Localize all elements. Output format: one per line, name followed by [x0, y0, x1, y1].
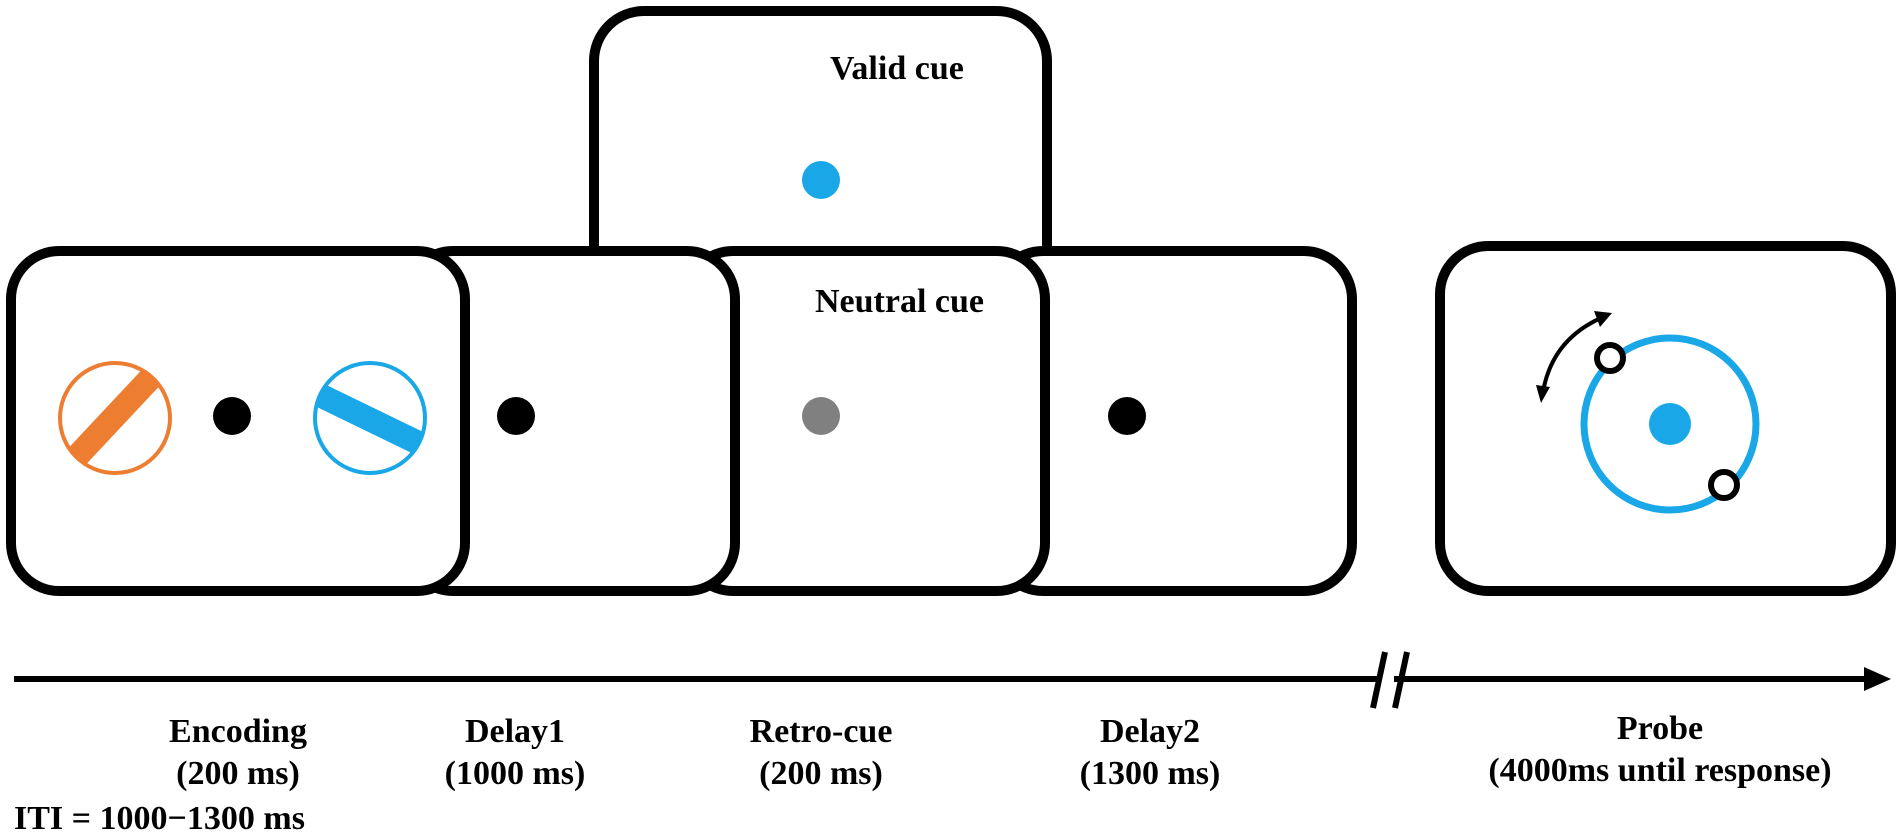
timeline-arrow-head	[1864, 667, 1891, 691]
probe-center-dot	[1649, 403, 1691, 445]
rotate-arrow-icon	[1536, 311, 1612, 403]
stage-label-delay1: Delay1 (1000 ms)	[335, 715, 695, 791]
stage-label-retro-cue: Retro-cue (200 ms)	[641, 715, 1001, 791]
stage-name: Encoding	[169, 713, 307, 750]
iti-label: ITI = 1000−1300 ms	[14, 800, 305, 837]
valid-cue-blue-dot	[802, 161, 840, 199]
neutral-cue-gray-dot	[802, 397, 840, 435]
stage-duration: (200 ms)	[759, 755, 883, 792]
valid-cue-label: Valid cue	[830, 50, 964, 87]
stage-label-probe: Probe (4000ms until response)	[1430, 712, 1890, 788]
stage-label-delay2: Delay2 (1300 ms)	[970, 715, 1330, 791]
stage-name: Delay2	[1099, 713, 1201, 750]
stage-duration: (1000 ms)	[444, 755, 586, 792]
stage-duration: (1300 ms)	[1079, 755, 1221, 792]
stage-duration: (200 ms)	[176, 755, 300, 792]
stage-name: Delay1	[464, 713, 566, 750]
stage-name: Probe	[1616, 710, 1704, 747]
delay1-fixation-dot	[497, 397, 535, 435]
blue-grating-icon	[313, 361, 427, 475]
stage-duration: (4000ms until response)	[1488, 752, 1832, 789]
probe-handle-bottom	[1708, 469, 1740, 501]
timeline-break-icon	[1370, 651, 1410, 709]
encoding-fixation-dot	[213, 397, 251, 435]
stage-name: Retro-cue	[749, 713, 893, 750]
stage-label-encoding: Encoding (200 ms)	[58, 715, 418, 791]
neutral-cue-label: Neutral cue	[815, 283, 985, 320]
probe-color-wheel	[1580, 334, 1760, 514]
delay2-fixation-dot	[1108, 397, 1146, 435]
probe-handle-top	[1594, 342, 1626, 374]
